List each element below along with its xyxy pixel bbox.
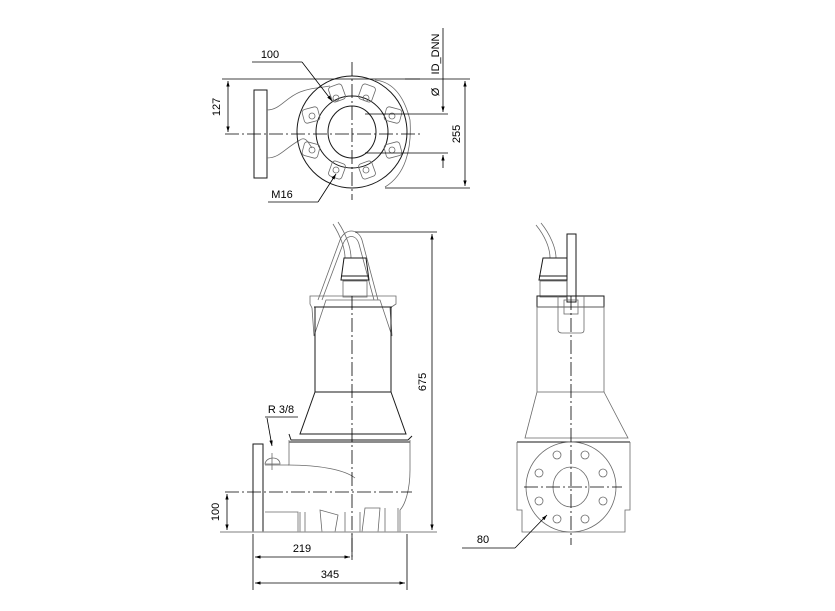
- top-view: 127 255 Ø ID_DNN 100 M16: [211, 28, 470, 203]
- label-100-top: 100: [261, 49, 279, 61]
- side-view: 675 100 219 345 R 3/8: [210, 221, 437, 590]
- bolt-lugs: [301, 83, 403, 180]
- front-view: 80: [462, 222, 631, 549]
- dim-id-dnn-label: ID_DNN: [430, 33, 442, 74]
- label-r-3-8: R 3/8: [268, 404, 294, 416]
- dim-219-label: 219: [293, 543, 311, 555]
- inlet-bolt-holes: [534, 450, 608, 524]
- dim-127-label: 127: [211, 98, 223, 116]
- dim-255-label: 255: [451, 125, 463, 143]
- label-80: 80: [477, 534, 489, 546]
- label-m16: M16: [271, 189, 292, 201]
- bolt-holes: [308, 94, 396, 174]
- dim-675-label: 675: [417, 373, 429, 391]
- dim-100-label: 100: [210, 503, 222, 521]
- pump-feet: [299, 507, 399, 533]
- dim-345-label: 345: [321, 569, 339, 581]
- diameter-symbol: Ø: [430, 87, 442, 96]
